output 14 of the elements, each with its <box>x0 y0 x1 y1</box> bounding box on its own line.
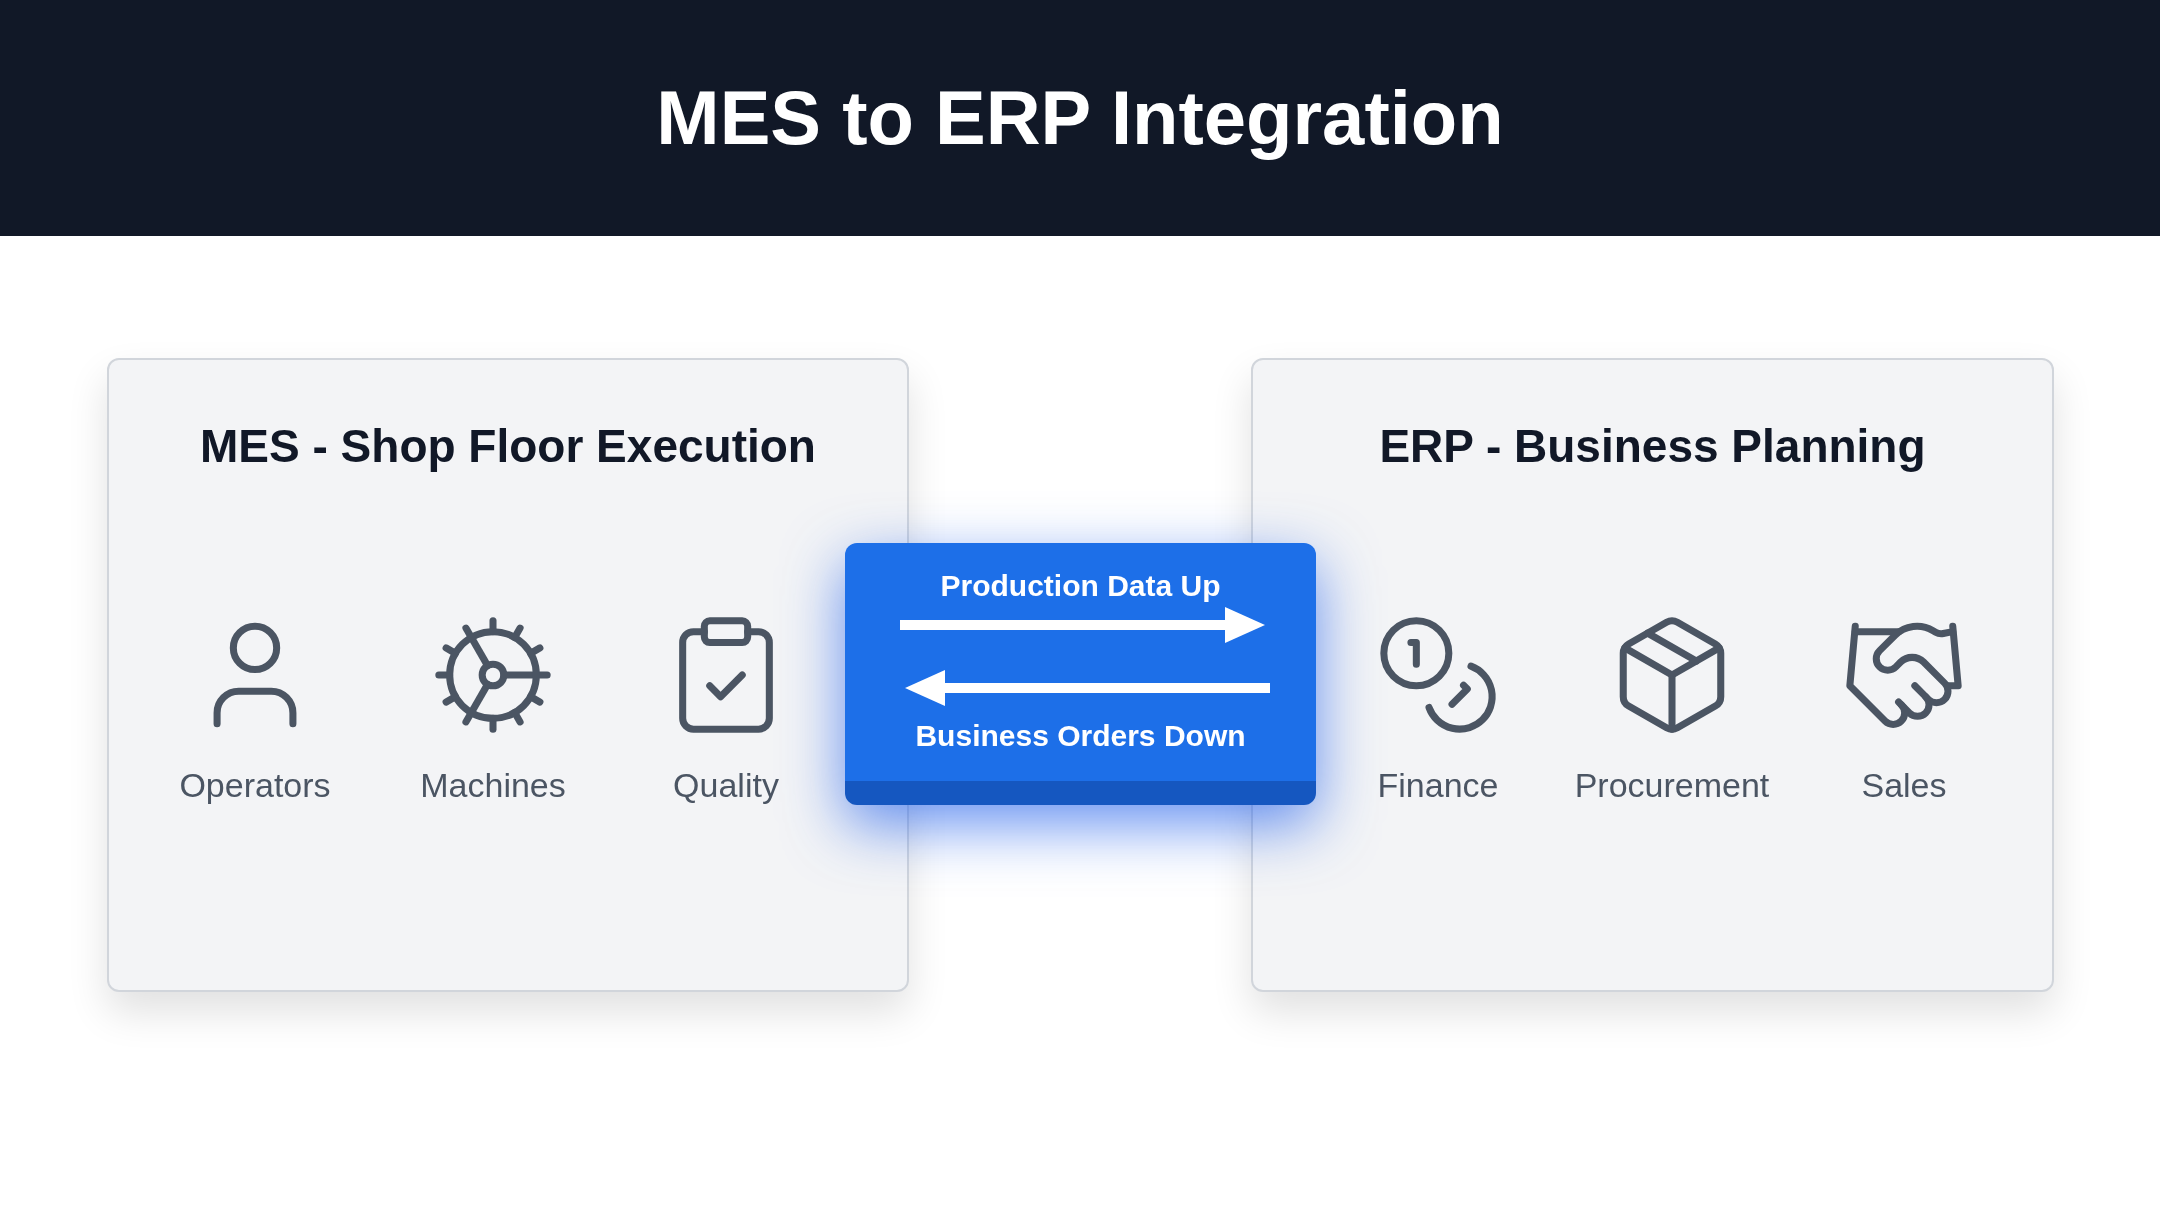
item-label: Finance <box>1377 765 1499 806</box>
item-label: Procurement <box>1574 765 1770 806</box>
item-label: Sales <box>1861 765 1947 806</box>
flow-label: Business Orders Down <box>914 718 1247 754</box>
item-label: Quality <box>673 765 779 806</box>
title: MES to ERP Integration <box>656 74 1504 162</box>
panel-card <box>1251 358 2054 992</box>
exchange-box <box>845 543 1316 805</box>
panel-heading: MES - Shop Floor Execution <box>199 419 817 474</box>
item-label: Machines <box>420 765 566 806</box>
item-label: Operators <box>179 765 331 806</box>
panel-heading: ERP - Business Planning <box>1378 419 1927 474</box>
flow-label: Production Data Up <box>939 568 1222 604</box>
panel-card <box>107 358 909 992</box>
